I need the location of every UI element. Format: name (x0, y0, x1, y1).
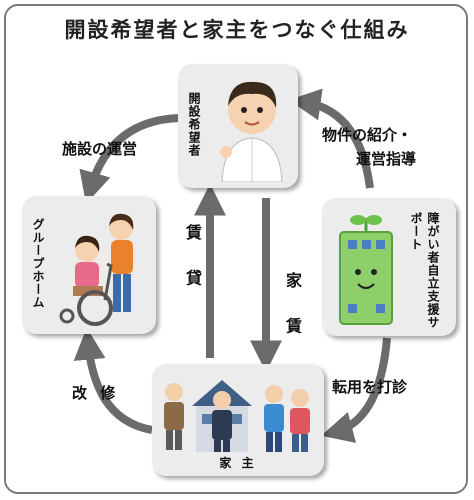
node-applicant: 開設希望者 (178, 64, 298, 188)
label-operation: 施設の運営 (62, 140, 138, 158)
node-applicant-label: 開設希望者 (187, 92, 201, 157)
doctor-illustration-icon (220, 81, 283, 182)
node-landlord-label: 家 主 (219, 456, 257, 470)
node-support: 障がい者自立支援サポート (322, 198, 456, 336)
node-landlord: 家 主 (152, 364, 324, 476)
label-renovation: 改 修 (72, 384, 120, 402)
node-group-home-label: グループホーム (31, 218, 45, 309)
label-sublease: 転用を打診 (332, 378, 408, 396)
node-group-home: グループホーム (22, 196, 156, 334)
label-introduction-line2: 運営指導 (356, 150, 417, 168)
building-illustration-icon (339, 215, 393, 325)
arrow-renovation (73, 327, 153, 434)
node-support-label: 障がい者自立支援サポート (409, 212, 440, 329)
label-rent: 家 賃 (283, 272, 302, 346)
label-introduction-line1: 物件の紹介・ (322, 126, 413, 144)
arrow-introduction (288, 88, 374, 189)
diagram-title: 開設希望者と家主をつなぐ仕組み (64, 18, 410, 42)
family-illustration-icon (164, 380, 310, 452)
label-lease: 賃 貸 (183, 224, 202, 298)
wheelchair-illustration-icon (59, 213, 134, 326)
arrow-sublease (321, 337, 391, 443)
arrow-operation (79, 114, 181, 204)
